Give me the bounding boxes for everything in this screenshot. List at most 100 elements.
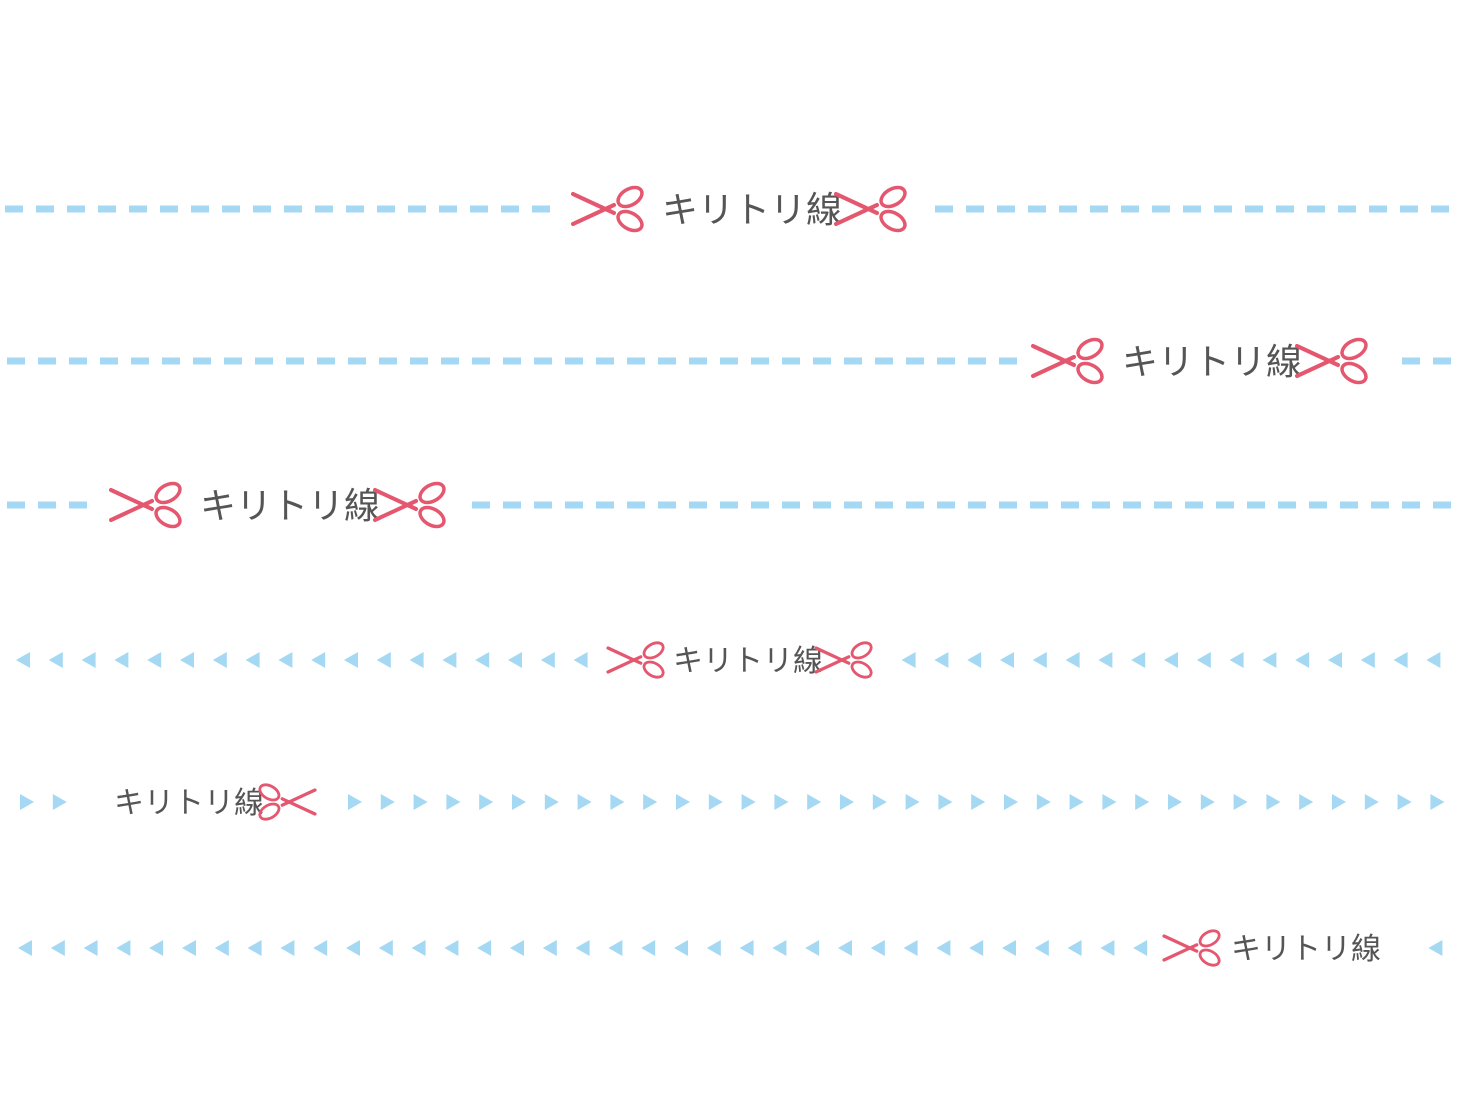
scissors-icon [1162, 926, 1224, 970]
dash-segment [1369, 205, 1387, 213]
dash-segment [503, 501, 521, 509]
dash-segment [658, 501, 676, 509]
dash-segment [937, 357, 955, 365]
arrow-right-icon [1036, 794, 1051, 810]
dash-segment [1028, 205, 1046, 213]
arrow-right-icon [676, 794, 690, 810]
dash-segment [1338, 205, 1356, 213]
dash-segment [98, 205, 116, 213]
dash-segment [532, 205, 550, 213]
arrow-right-icon [413, 794, 428, 810]
arrow-left-icon [278, 652, 293, 668]
arrow-left-icon [901, 652, 916, 668]
scissors-icon [373, 477, 450, 533]
arrow-left-icon [378, 940, 393, 956]
dash-segment [968, 501, 986, 509]
arrow-right-icon [1299, 794, 1314, 810]
arrow-right-icon [52, 794, 67, 810]
dash-segment [472, 501, 490, 509]
arrow-left-icon [344, 652, 358, 668]
dash-segment [1090, 205, 1108, 213]
dash-segment [968, 357, 986, 365]
cut-line-row-2: キリトリ線 [7, 333, 1451, 389]
dash-segment [36, 205, 54, 213]
cut-line-pattern [7, 501, 1451, 509]
dash-segment [1278, 501, 1296, 509]
arrow-right-icon [840, 794, 854, 810]
scissors-icon [109, 477, 186, 533]
dash-segment [69, 357, 87, 365]
scissors-icon [1031, 333, 1108, 389]
arrow-right-icon [1200, 794, 1215, 810]
dash-segment [129, 205, 147, 213]
dash-segment [1123, 501, 1141, 509]
arrow-right-icon [1004, 794, 1018, 810]
dash-segment [935, 205, 953, 213]
arrow-left-icon [180, 652, 194, 668]
dash-segment [284, 205, 302, 213]
arrow-right-icon [971, 794, 986, 810]
arrow-left-icon [411, 940, 426, 956]
arrow-right-icon [1069, 794, 1084, 810]
scissors-icon [255, 780, 317, 824]
dash-segment [1152, 205, 1170, 213]
dash-segment [565, 357, 583, 365]
arrow-right-icon [512, 794, 526, 810]
cut-line-row-6: キリトリ線 [18, 926, 1443, 970]
dash-segment [348, 357, 366, 365]
arrow-right-icon [1397, 794, 1412, 810]
arrow-left-icon [346, 940, 360, 956]
dash-segment [1433, 501, 1451, 509]
dash-segment [999, 501, 1017, 509]
dash-segment [534, 501, 552, 509]
arrow-left-icon [50, 940, 65, 956]
dash-segment [627, 357, 645, 365]
arrow-left-icon [182, 940, 196, 956]
arrow-left-icon [1428, 940, 1443, 956]
arrow-left-icon [81, 652, 96, 668]
arrow-left-icon [838, 940, 852, 956]
dash-segment [906, 357, 924, 365]
cut-line-pattern [5, 205, 1449, 213]
arrow-right-icon [708, 794, 723, 810]
arrow-left-icon [477, 940, 492, 956]
dash-segment [69, 501, 87, 509]
arrow-left-icon [1000, 652, 1014, 668]
dash-segment [658, 357, 676, 365]
dash-segment [410, 357, 428, 365]
dash-segment [377, 205, 395, 213]
arrow-left-icon [18, 940, 32, 956]
dash-segment [596, 501, 614, 509]
cut-line-pattern [16, 652, 1441, 668]
dash-segment [7, 357, 25, 365]
dash-segment [1371, 501, 1389, 509]
dash-segment [1183, 205, 1201, 213]
dash-segment [1433, 357, 1451, 365]
arrow-left-icon [1002, 940, 1016, 956]
dash-segment [160, 205, 178, 213]
dash-segment [1402, 357, 1420, 365]
dash-segment [408, 205, 426, 213]
cut-line-row-4: キリトリ線 [16, 638, 1441, 682]
arrow-left-icon [444, 940, 459, 956]
arrow-left-icon [934, 652, 949, 668]
dash-segment [317, 357, 335, 365]
dash-segment [222, 205, 240, 213]
arrow-left-icon [903, 940, 918, 956]
dash-segment [875, 357, 893, 365]
dash-segment [1214, 205, 1232, 213]
dash-segment [1030, 501, 1048, 509]
dash-segment [999, 357, 1017, 365]
dash-segment [997, 205, 1015, 213]
cut-line-pattern [7, 357, 1451, 365]
arrow-right-icon [1233, 794, 1248, 810]
dash-segment [1121, 205, 1139, 213]
cut-line-pattern [18, 940, 1443, 956]
cut-line-label: キリトリ線 [114, 786, 264, 821]
dash-segment [286, 357, 304, 365]
arrow-right-icon [807, 794, 822, 810]
dash-segment [596, 357, 614, 365]
arrow-right-icon [1102, 794, 1117, 810]
arrow-left-icon [48, 652, 63, 668]
